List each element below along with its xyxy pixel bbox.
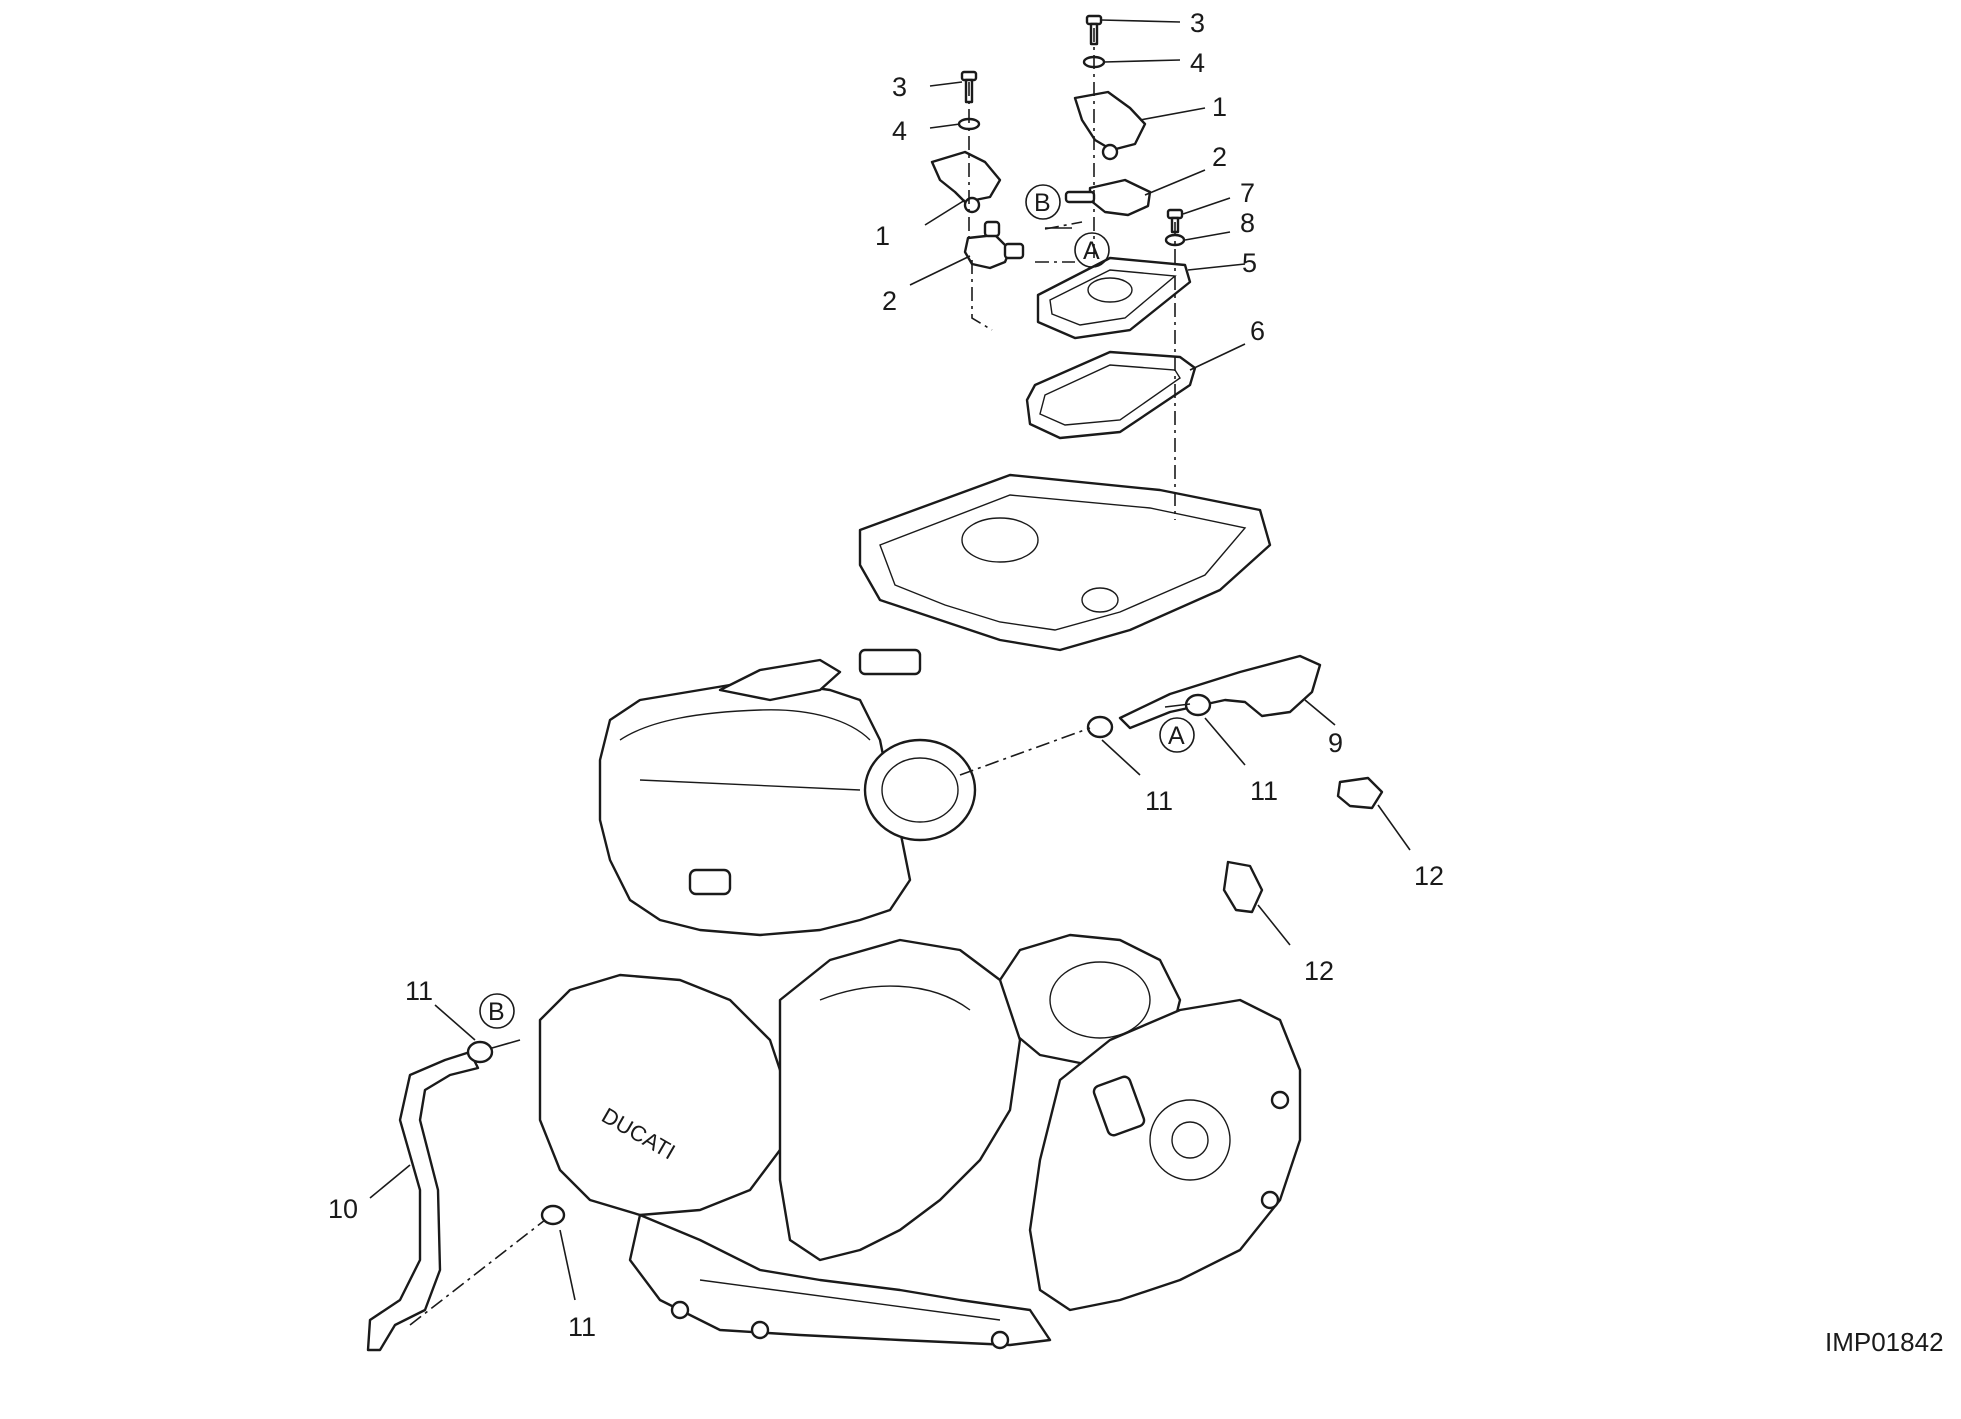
callout-1-right: 1 xyxy=(1212,92,1227,122)
callout-12-b: 12 xyxy=(1304,956,1334,986)
part-10-hose xyxy=(366,1050,480,1352)
marker-b-hose: B xyxy=(479,993,515,1029)
callout-labels: 1 1 2 2 3 3 4 4 5 6 7 8 9 10 11 11 11 11… xyxy=(328,8,1444,1342)
part-1-sensor-right xyxy=(1073,90,1147,161)
callout-2-right: 2 xyxy=(1212,142,1227,172)
callout-3-left: 3 xyxy=(892,72,907,102)
part-9-hose xyxy=(1118,654,1322,730)
callout-12-a: 12 xyxy=(1414,861,1444,891)
part-1-sensor-left xyxy=(930,150,1002,214)
part-2-sensor-right xyxy=(1064,178,1152,217)
reference-markers: B A A B xyxy=(479,184,1195,1029)
marker-a-hose: A xyxy=(1159,717,1195,753)
callout-2-left: 2 xyxy=(882,286,897,316)
engine-assembly-drawing: DUCATI xyxy=(538,648,1302,1350)
callout-3-right: 3 xyxy=(1190,8,1205,38)
callout-7: 7 xyxy=(1240,178,1255,208)
callout-6: 6 xyxy=(1250,316,1265,346)
part-2-sensor-left xyxy=(963,220,1025,270)
part-6-lower-plate xyxy=(1025,350,1197,440)
svg-text:A: A xyxy=(1168,722,1185,750)
part-12-clips xyxy=(1222,776,1384,914)
callout-4-right: 4 xyxy=(1190,48,1205,78)
callout-10: 10 xyxy=(328,1194,358,1224)
callout-11-c: 11 xyxy=(405,976,433,1006)
svg-text:B: B xyxy=(1034,189,1051,217)
callout-1-left: 1 xyxy=(875,221,890,251)
callout-11-d: 11 xyxy=(568,1312,596,1342)
part-11-clamps xyxy=(466,693,1212,1226)
callout-11-b: 11 xyxy=(1250,776,1278,806)
callout-8: 8 xyxy=(1240,208,1255,238)
marker-a-top: A xyxy=(1074,232,1110,268)
callout-11-a: 11 xyxy=(1145,786,1173,816)
marker-b-top: B xyxy=(1025,184,1061,220)
assembly-lines xyxy=(409,28,1191,1326)
callout-9: 9 xyxy=(1328,728,1343,758)
callout-4-left: 4 xyxy=(892,116,907,146)
leader-lines xyxy=(369,19,1411,1301)
callout-5: 5 xyxy=(1242,248,1257,278)
svg-text:A: A xyxy=(1083,237,1100,265)
figure-code: IMP01842 xyxy=(1825,1327,1944,1357)
airbox-tray xyxy=(858,473,1272,652)
svg-text:B: B xyxy=(488,998,505,1026)
part-5-sensor-cover xyxy=(1036,256,1192,340)
